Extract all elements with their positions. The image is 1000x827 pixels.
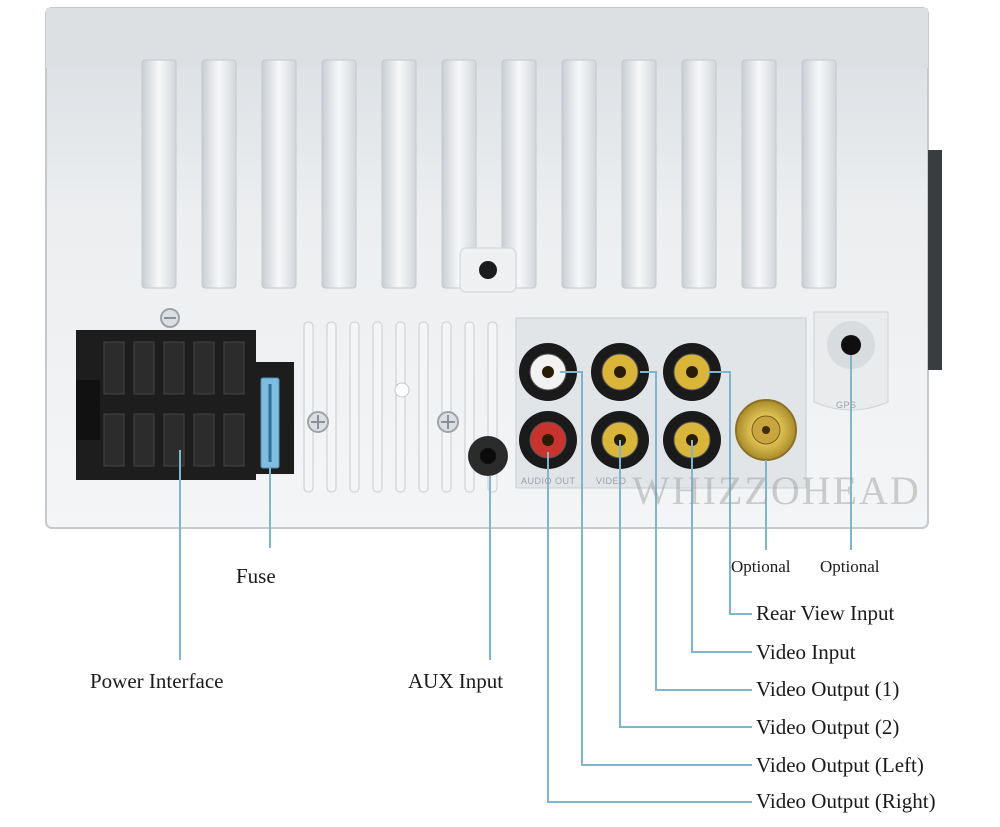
rca-jacks bbox=[519, 343, 721, 469]
label-aux-input: AUX Input bbox=[408, 669, 504, 693]
cooling-fin bbox=[141, 59, 177, 289]
cooling-fin bbox=[801, 59, 837, 289]
vent-slot bbox=[441, 321, 452, 493]
leader-line bbox=[691, 440, 752, 653]
connector-pin bbox=[223, 341, 245, 395]
label-rear-view-input: Rear View Input bbox=[756, 601, 895, 625]
cooling-fin bbox=[441, 59, 477, 289]
connector-pin bbox=[163, 341, 185, 395]
rca-jack-pin bbox=[542, 434, 554, 446]
label-fuse: Fuse bbox=[236, 564, 276, 588]
cooling-fin bbox=[201, 59, 237, 289]
leader-line bbox=[547, 452, 752, 803]
cooling-fin bbox=[561, 59, 597, 289]
connector-pin bbox=[133, 341, 155, 395]
cooling-fin bbox=[381, 59, 417, 289]
cooling-fin bbox=[501, 59, 537, 289]
vent-slot bbox=[395, 321, 406, 493]
fuse-holder bbox=[254, 362, 294, 474]
rca-jack-pin bbox=[542, 366, 554, 378]
connector-pin bbox=[103, 413, 125, 467]
watermark: WHIZZOHEAD bbox=[632, 468, 921, 513]
mounting-hole bbox=[459, 247, 517, 293]
leader-line bbox=[619, 440, 752, 728]
connector-pin bbox=[223, 413, 245, 467]
leader-line bbox=[640, 371, 752, 691]
power-connector bbox=[76, 330, 256, 480]
label-video-input: Video Input bbox=[756, 640, 856, 664]
connector-pin bbox=[193, 413, 215, 467]
vent-slots bbox=[303, 321, 498, 493]
vent-slot bbox=[349, 321, 360, 493]
connector-pin bbox=[103, 341, 125, 395]
aux-jack bbox=[468, 436, 508, 476]
leader-lines bbox=[179, 355, 852, 803]
vent-slot bbox=[372, 321, 383, 493]
label-video-output-1: Video Output (1) bbox=[756, 677, 900, 701]
optional-jack-gold bbox=[735, 399, 797, 461]
cooling-fin bbox=[261, 59, 297, 289]
connector-pin bbox=[193, 341, 215, 395]
vent-slot bbox=[418, 321, 429, 493]
cooling-fin bbox=[321, 59, 357, 289]
label-video-output-right: Video Output (Right) bbox=[756, 789, 936, 813]
leader-line bbox=[560, 371, 752, 766]
label-optional-2: Optional bbox=[820, 557, 880, 576]
label-video-output-left: Video Output (Left) bbox=[756, 753, 924, 777]
audio-out-mark: AUDIO OUT bbox=[521, 476, 576, 486]
cooling-fin bbox=[741, 59, 777, 289]
rca-jack-pin bbox=[686, 366, 698, 378]
vent-slot bbox=[303, 321, 314, 493]
leader-line bbox=[708, 371, 752, 615]
gps-mark: GPS bbox=[836, 400, 857, 410]
cooling-fins bbox=[141, 59, 837, 289]
video-mark: VIDEO bbox=[596, 476, 627, 486]
label-video-output-2: Video Output (2) bbox=[756, 715, 900, 739]
label-power-interface: Power Interface bbox=[90, 669, 224, 693]
vent-slot bbox=[326, 321, 337, 493]
cooling-fin bbox=[621, 59, 657, 289]
rca-jack-pin bbox=[614, 366, 626, 378]
cooling-fin bbox=[681, 59, 717, 289]
connector-pin bbox=[133, 413, 155, 467]
label-optional-1: Optional bbox=[731, 557, 791, 576]
